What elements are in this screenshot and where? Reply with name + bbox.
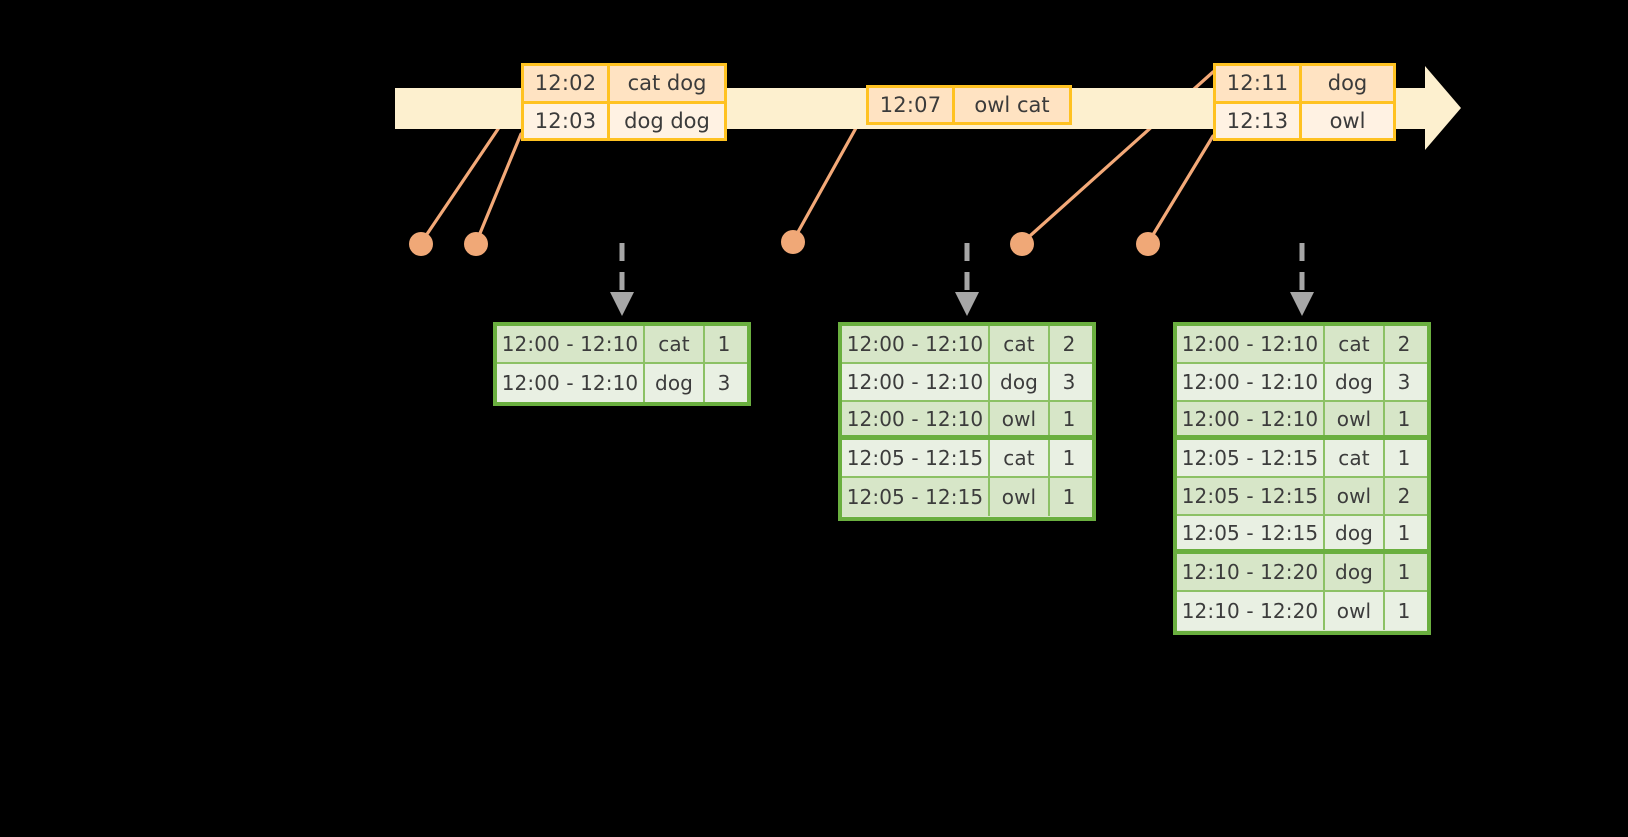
event-marker-dot xyxy=(409,232,433,256)
cell-key: owl xyxy=(1325,478,1385,514)
event-payload: cat dog xyxy=(627,71,707,96)
cell-count: 1 xyxy=(1062,485,1076,509)
cell-count: 2 xyxy=(1397,484,1411,508)
cell-count: 1 xyxy=(1397,599,1411,623)
event-time: 12:07 xyxy=(869,88,955,122)
cell-count: 1 xyxy=(1397,560,1411,584)
cell-key: owl xyxy=(990,478,1050,516)
cell-key: dog xyxy=(990,364,1050,400)
event-row: 12:02 cat dog xyxy=(524,66,724,101)
cell-key: owl xyxy=(1325,592,1385,630)
cell-count: 1 xyxy=(1062,406,1076,431)
cell-count: 3 xyxy=(1397,370,1411,394)
result-table-3[interactable]: 12:00 - 12:10 cat 2 12:00 - 12:10 dog 3 … xyxy=(1173,322,1431,635)
cell-count: 3 xyxy=(1062,370,1076,394)
cell-window: 12:00 - 12:10 xyxy=(1177,326,1325,362)
cell-window: 12:05 - 12:15 xyxy=(1177,478,1325,514)
event-row: 12:07 owl cat xyxy=(869,88,1069,122)
cell-window: 12:00 - 12:10 xyxy=(1177,402,1325,435)
cell-key: owl xyxy=(1325,402,1385,435)
table-row: 12:05 - 12:15 owl 1 xyxy=(842,478,1092,516)
flow-arrow-head-3 xyxy=(1290,292,1314,316)
connector-line-2 xyxy=(474,132,523,245)
event-time: 12:13 xyxy=(1216,103,1302,138)
event-payload: dog xyxy=(1327,71,1368,96)
table-row: 12:00 - 12:10 cat 2 xyxy=(842,326,1092,364)
table-row: 12:10 - 12:20 dog 1 xyxy=(1177,554,1427,592)
cell-key: cat xyxy=(990,326,1050,362)
cell-key: dog xyxy=(1325,516,1385,549)
event-box-2[interactable]: 12:07 owl cat xyxy=(866,85,1072,125)
cell-window: 12:00 - 12:10 xyxy=(842,364,990,400)
cell-key: cat xyxy=(645,326,705,362)
event-box-3[interactable]: 12:11 dog 12:13 owl xyxy=(1213,63,1396,141)
cell-count: 3 xyxy=(717,371,731,395)
event-payload: dog dog xyxy=(624,108,710,133)
cell-key: cat xyxy=(1325,440,1385,476)
cell-window: 12:00 - 12:10 xyxy=(842,326,990,362)
result-table-1[interactable]: 12:00 - 12:10 cat 1 12:00 - 12:10 dog 3 xyxy=(493,322,751,406)
timeline-arrow-neck xyxy=(1403,88,1429,129)
cell-window: 12:05 - 12:15 xyxy=(842,478,990,516)
cell-count: 2 xyxy=(1397,332,1411,356)
event-payload: owl xyxy=(1329,108,1366,133)
cell-key: dog xyxy=(1325,364,1385,400)
table-row: 12:10 - 12:20 owl 1 xyxy=(1177,592,1427,630)
cell-window: 12:05 - 12:15 xyxy=(1177,440,1325,476)
table-row: 12:00 - 12:10 dog 3 xyxy=(497,364,747,402)
event-time: 12:03 xyxy=(524,103,610,138)
cell-key: dog xyxy=(645,364,705,402)
cell-key: dog xyxy=(1325,554,1385,590)
cell-window: 12:10 - 12:20 xyxy=(1177,592,1325,630)
cell-window: 12:00 - 12:10 xyxy=(497,364,645,402)
event-marker-dot xyxy=(464,232,488,256)
cell-count: 2 xyxy=(1062,332,1076,356)
cell-window: 12:00 - 12:10 xyxy=(1177,364,1325,400)
table-row: 12:00 - 12:10 owl 1 xyxy=(842,402,1092,440)
cell-count: 1 xyxy=(1062,446,1076,470)
event-box-1[interactable]: 12:02 cat dog 12:03 dog dog xyxy=(521,63,727,141)
cell-key: owl xyxy=(990,402,1050,435)
cell-count: 1 xyxy=(717,332,731,356)
table-row: 12:00 - 12:10 dog 3 xyxy=(842,364,1092,402)
table-row: 12:00 - 12:10 cat 1 xyxy=(497,326,747,364)
flow-arrow-head-2 xyxy=(955,292,979,316)
cell-count: 1 xyxy=(1397,446,1411,470)
result-table-2[interactable]: 12:00 - 12:10 cat 2 12:00 - 12:10 dog 3 … xyxy=(838,322,1096,521)
cell-key: cat xyxy=(1325,326,1385,362)
event-marker-dot xyxy=(781,230,805,254)
timeline-arrow-head xyxy=(1425,66,1461,150)
cell-count: 1 xyxy=(1397,520,1411,545)
event-row: 12:03 dog dog xyxy=(524,100,724,138)
event-marker-dot xyxy=(1136,232,1160,256)
cell-window: 12:05 - 12:15 xyxy=(1177,516,1325,549)
table-row: 12:00 - 12:10 dog 3 xyxy=(1177,364,1427,402)
connector-line-3 xyxy=(791,108,868,243)
event-row: 12:13 owl xyxy=(1216,100,1393,138)
cell-key: cat xyxy=(990,440,1050,476)
connector-line-5 xyxy=(1146,134,1215,245)
table-row: 12:05 - 12:15 cat 1 xyxy=(842,440,1092,478)
table-row: 12:00 - 12:10 cat 2 xyxy=(1177,326,1427,364)
event-time: 12:11 xyxy=(1216,66,1302,101)
event-marker-dot xyxy=(1010,232,1034,256)
event-row: 12:11 dog xyxy=(1216,66,1393,101)
table-row: 12:05 - 12:15 dog 1 xyxy=(1177,516,1427,554)
cell-window: 12:05 - 12:15 xyxy=(842,440,990,476)
event-payload: owl cat xyxy=(974,93,1050,117)
cell-window: 12:10 - 12:20 xyxy=(1177,554,1325,590)
cell-window: 12:00 - 12:10 xyxy=(497,326,645,362)
table-row: 12:05 - 12:15 cat 1 xyxy=(1177,440,1427,478)
table-row: 12:05 - 12:15 owl 2 xyxy=(1177,478,1427,516)
cell-count: 1 xyxy=(1397,406,1411,431)
event-time: 12:02 xyxy=(524,66,610,101)
flow-arrow-head-1 xyxy=(610,292,634,316)
table-row: 12:00 - 12:10 owl 1 xyxy=(1177,402,1427,440)
cell-window: 12:00 - 12:10 xyxy=(842,402,990,435)
